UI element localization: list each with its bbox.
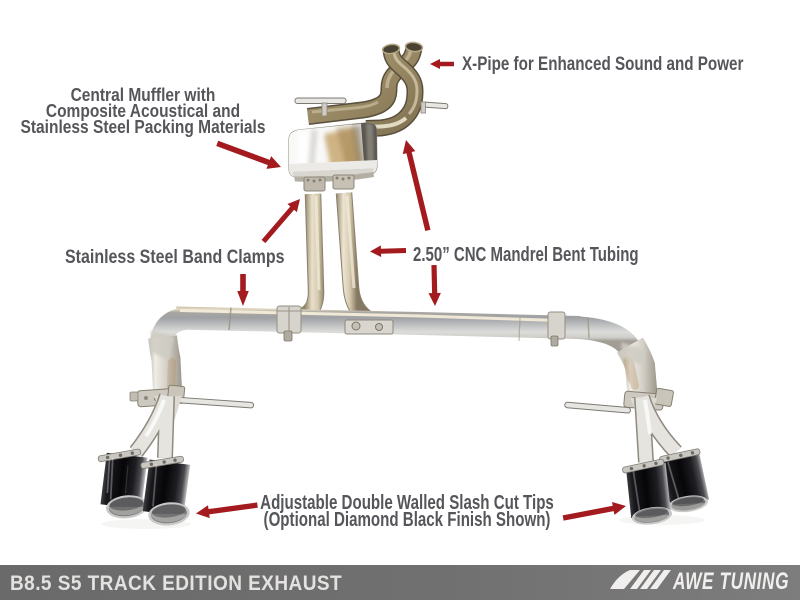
svg-text:AWE TUNING: AWE TUNING bbox=[672, 568, 789, 594]
